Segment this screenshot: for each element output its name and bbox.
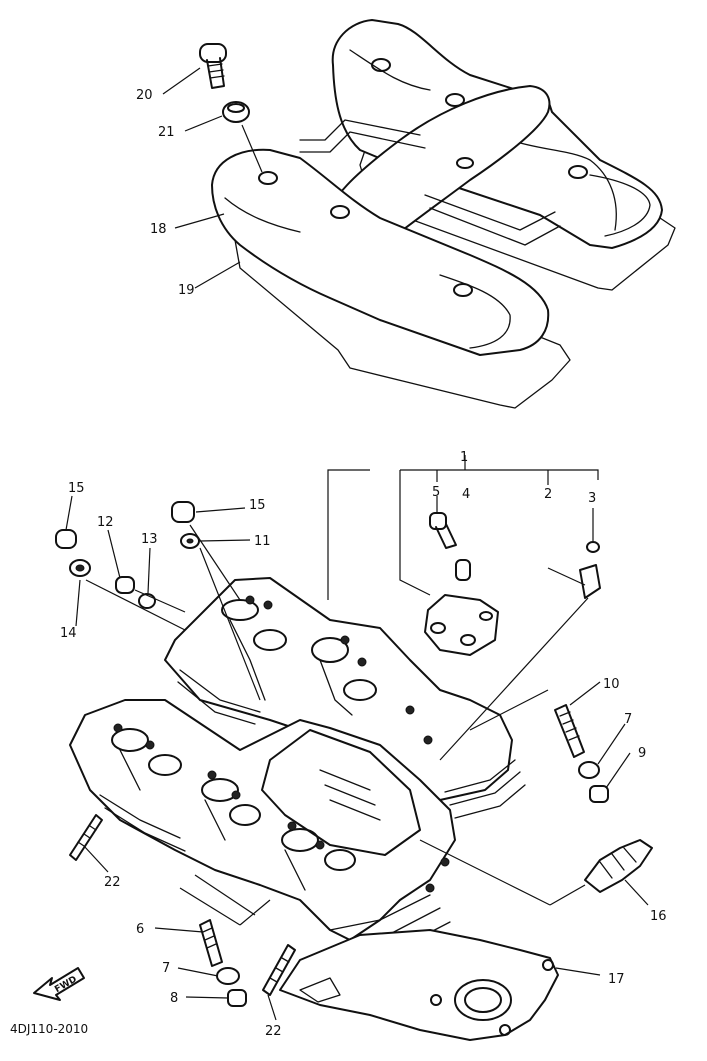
front-head-pocket xyxy=(261,729,421,856)
callout-4: 4 xyxy=(462,487,470,502)
cylinder-head-front xyxy=(69,699,456,941)
cover-rib xyxy=(439,274,511,349)
gasket-stud-hole xyxy=(499,1024,511,1036)
callout-7-right: 7 xyxy=(624,712,632,727)
cover-bolt-hole xyxy=(258,171,278,185)
callout-14: 14 xyxy=(60,626,77,641)
callout-22-left: 22 xyxy=(104,875,121,890)
callout-15-right: 15 xyxy=(249,498,266,513)
rocker-block-4 xyxy=(424,594,499,656)
head-cover-assembly: 20 21 18 19 xyxy=(136,19,676,409)
gasket-stud-hole xyxy=(430,994,442,1006)
leader-line xyxy=(162,67,201,95)
head-cover-front xyxy=(211,148,550,356)
callout-22-bottom: 22 xyxy=(265,1024,282,1039)
oring-13 xyxy=(138,593,156,609)
breather-pipe xyxy=(424,194,556,231)
stud-10 xyxy=(554,704,585,758)
callout-1: 1 xyxy=(460,450,468,465)
cap-15-left xyxy=(55,529,77,549)
group-bracket xyxy=(400,469,599,480)
rear-head-fins xyxy=(177,669,526,819)
callout-7-left: 7 xyxy=(162,961,170,976)
callout-12: 12 xyxy=(97,515,114,530)
fwd-arrow-icon: FWD xyxy=(33,967,85,1001)
washer-14 xyxy=(69,559,91,577)
group-bracket xyxy=(327,469,370,600)
cylinder-head-assembly: 1 2 3 4 5 6 7 7 8 9 10 11 12 13 14 15 15… xyxy=(10,450,667,1041)
cover-rib xyxy=(509,139,617,231)
stud-6 xyxy=(199,919,223,967)
oring-11 xyxy=(180,533,200,549)
callout-8: 8 xyxy=(170,991,178,1006)
callout-13: 13 xyxy=(141,532,158,547)
callout-18: 18 xyxy=(150,222,167,237)
plug-12 xyxy=(115,576,135,594)
callout-16: 16 xyxy=(650,909,667,924)
pin-5-lower xyxy=(455,559,471,581)
exhaust-port-inner xyxy=(464,987,502,1013)
cover-bolt-hole xyxy=(445,93,465,107)
callout-leaders xyxy=(65,495,649,1021)
leader-line xyxy=(184,115,223,132)
stud-22-left xyxy=(69,814,103,861)
washer-7-left xyxy=(216,967,240,985)
assembly-guide-lines xyxy=(85,524,589,926)
cover-bolt-20 xyxy=(199,43,227,89)
leader-line xyxy=(194,261,241,289)
washer-7-right xyxy=(578,761,600,779)
stud-22-bottom xyxy=(262,944,296,996)
nut-9 xyxy=(589,785,609,803)
part-code: 4DJ110-2010 xyxy=(10,1022,88,1036)
gasket-stud-hole xyxy=(542,959,554,971)
bridge-bolt-hole xyxy=(456,157,474,169)
leader-line xyxy=(174,213,225,229)
cap-15-right xyxy=(171,501,195,523)
group-bracket xyxy=(399,470,431,596)
cover-bolt-hole xyxy=(568,165,588,179)
callout-20: 20 xyxy=(136,88,153,103)
cover-rib xyxy=(349,49,431,91)
bolt-5 xyxy=(429,512,457,549)
gasket-cutout xyxy=(299,977,341,1003)
exhaust-gasket-17 xyxy=(279,929,559,1041)
callout-3: 3 xyxy=(588,491,596,506)
callout-6: 6 xyxy=(136,922,144,937)
front-valve-gear xyxy=(111,723,450,893)
cover-rib xyxy=(589,174,651,237)
cover-bolt-hole xyxy=(453,283,473,297)
grommet-21 xyxy=(222,101,250,123)
callout-9: 9 xyxy=(638,746,646,761)
callout-15-left: 15 xyxy=(68,481,85,496)
callout-2: 2 xyxy=(544,487,552,502)
cover-bolt-hole xyxy=(330,205,350,219)
callout-5: 5 xyxy=(432,485,440,500)
assembly-guide-line xyxy=(241,124,263,173)
shaft-2 xyxy=(579,564,601,599)
breather-pipe xyxy=(299,131,426,153)
breather-pipe xyxy=(429,207,561,246)
spark-plug-16 xyxy=(584,839,653,893)
callout-19: 19 xyxy=(178,283,195,298)
callout-21: 21 xyxy=(158,125,175,140)
breather-pipe xyxy=(299,119,421,141)
cover-rib xyxy=(224,197,301,233)
callout-10: 10 xyxy=(603,677,620,692)
nut-8 xyxy=(227,989,247,1007)
callout-11: 11 xyxy=(254,534,271,549)
callout-17: 17 xyxy=(608,972,625,987)
exhaust-port xyxy=(454,979,512,1021)
clip-3 xyxy=(586,541,600,553)
camshaft-lobes xyxy=(319,769,381,821)
